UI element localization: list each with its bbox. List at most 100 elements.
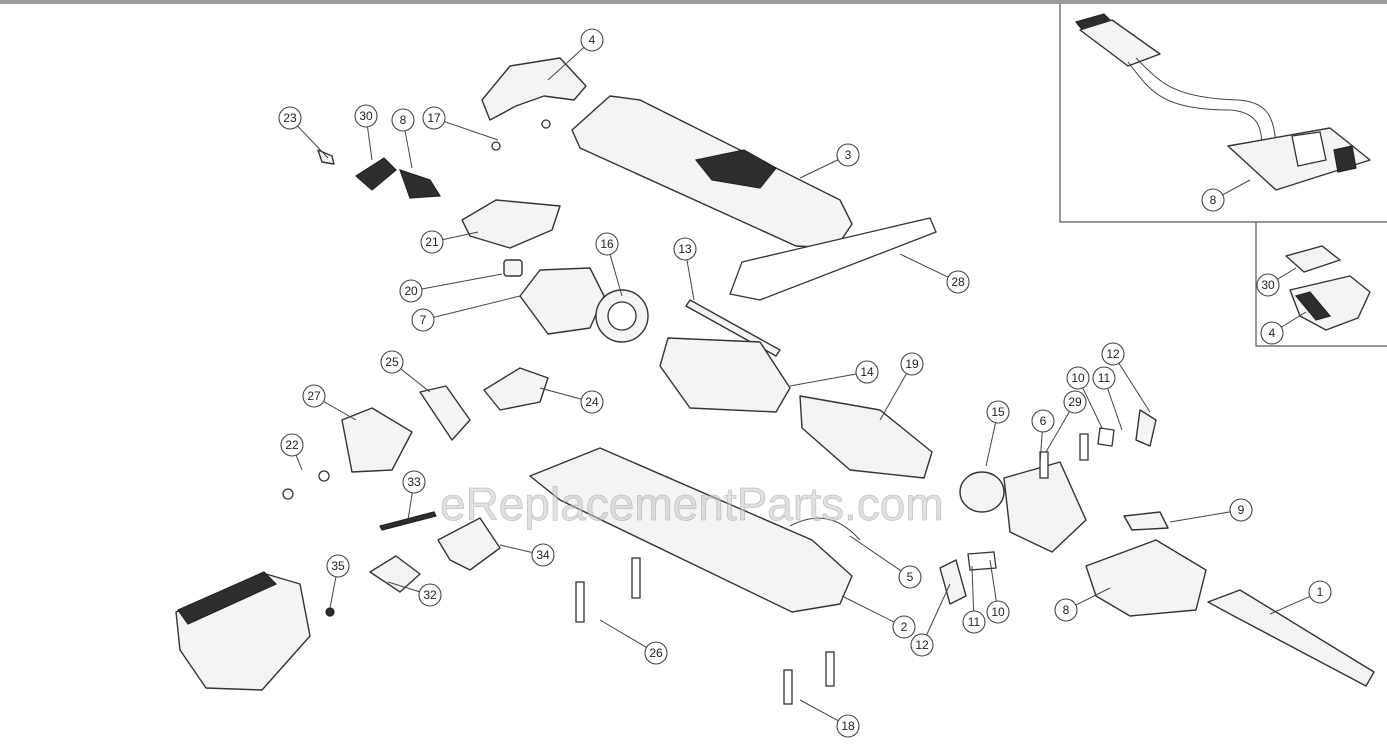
callout-bubble — [595, 232, 619, 256]
callout-label: 30 — [359, 109, 373, 123]
callout-18-38: 18 — [799, 699, 860, 738]
part-20-knob — [503, 259, 523, 277]
callout-bubble — [399, 279, 423, 303]
callout-bubble — [836, 714, 860, 738]
callout-leader — [421, 273, 503, 290]
callout-22-24: 22 — [280, 433, 304, 471]
part-32-clip — [369, 555, 421, 593]
callout-13-9: 13 — [673, 237, 697, 301]
callout-label: 6 — [1040, 414, 1047, 428]
callout-leader — [442, 231, 479, 241]
callout-21-7: 21 — [420, 230, 479, 254]
part-2-lower-housing — [529, 447, 853, 613]
callout-14-14: 14 — [789, 360, 879, 387]
callout-30-3: 30 — [354, 104, 378, 161]
part-14-motor-can — [659, 337, 791, 413]
part-1-cord — [1207, 589, 1375, 687]
callout-leader — [799, 699, 839, 722]
callout-label: 3 — [845, 148, 852, 162]
callout-7-11: 7 — [411, 295, 521, 332]
callout-label: 19 — [905, 357, 919, 371]
callout-bubble — [1256, 273, 1280, 297]
callout-leader — [387, 581, 420, 593]
callout-bubble — [946, 270, 970, 294]
callout-leader — [599, 619, 647, 648]
callout-30-40: 30 — [1256, 267, 1297, 297]
callout-bubble — [962, 610, 986, 634]
part-25-plate — [419, 385, 471, 441]
part-26-pin-a — [575, 581, 585, 623]
callout-bubble — [420, 230, 444, 254]
part-30-switch — [355, 157, 397, 191]
callout-bubble — [580, 28, 604, 52]
callout-leader — [1082, 387, 1103, 429]
inset-bottom-frame — [1255, 222, 1387, 347]
callout-bubble — [402, 470, 426, 494]
callout-bubble — [898, 565, 922, 589]
callout-bubble — [1063, 390, 1087, 414]
callout-leader — [1039, 431, 1043, 465]
callout-label: 10 — [1071, 371, 1085, 385]
callout-label: 11 — [968, 615, 981, 629]
callout-leader — [366, 126, 373, 161]
callout-leader — [1222, 179, 1251, 196]
callout-leader — [879, 373, 907, 421]
callout-leader — [547, 47, 585, 81]
callout-label: 32 — [423, 588, 437, 602]
callout-label: 2 — [901, 620, 908, 634]
callout-10-17: 10 — [1066, 366, 1103, 429]
callout-label: 12 — [915, 638, 929, 652]
blade-teeth — [177, 571, 278, 625]
callout-label: 34 — [536, 548, 550, 562]
callout-bubble — [354, 104, 378, 128]
part-33-rod — [379, 511, 437, 531]
callout-leader — [1045, 411, 1070, 453]
callout-label: 21 — [425, 235, 439, 249]
callout-leader — [985, 422, 997, 467]
callout-17-5: 17 — [422, 106, 499, 141]
callout-leader — [1107, 388, 1123, 431]
callout-leader — [404, 130, 413, 169]
callout-2-33: 2 — [841, 595, 916, 639]
callout-bubble — [1031, 409, 1055, 433]
callout-label: 1 — [1317, 585, 1324, 599]
callout-label: 13 — [678, 242, 692, 256]
part-22-screw-b — [318, 470, 330, 482]
callout-leader — [297, 125, 329, 159]
callout-bubble — [1092, 366, 1116, 390]
callout-bubble — [644, 641, 668, 665]
callout-leader — [295, 455, 303, 471]
callout-leader — [407, 492, 413, 521]
callout-bubble — [673, 237, 697, 261]
callout-label: 20 — [404, 284, 418, 298]
part-17-screw-b — [541, 119, 551, 129]
part-23-pin — [317, 149, 335, 165]
callout-label: 28 — [951, 275, 965, 289]
callout-8-39: 8 — [1201, 179, 1251, 212]
callout-10-35: 10 — [986, 559, 1010, 624]
part-35-screw — [325, 607, 335, 617]
callout-bubble — [1054, 598, 1078, 622]
part-8-lower-board — [1085, 539, 1207, 617]
callout-bubble — [900, 352, 924, 376]
callout-bubble — [302, 384, 326, 408]
callout-23-2: 23 — [278, 106, 329, 159]
callout-bubble — [1260, 321, 1284, 345]
inset-battery-cover — [1285, 245, 1371, 331]
callout-leader — [899, 253, 949, 278]
callout-28-12: 28 — [899, 253, 970, 294]
callout-label: 26 — [649, 646, 663, 660]
callout-bubble — [892, 615, 916, 639]
callout-bubble — [326, 554, 350, 578]
callout-leader — [789, 373, 857, 387]
part-21-bracket — [461, 199, 561, 249]
callout-bubble — [1201, 188, 1225, 212]
callout-bubble — [280, 433, 304, 457]
callout-leader — [926, 583, 951, 636]
callout-5-30: 5 — [849, 535, 922, 589]
callout-6-23: 6 — [1031, 409, 1055, 465]
callout-label: 27 — [307, 389, 321, 403]
callout-leader — [323, 401, 357, 421]
callout-leader — [329, 576, 337, 609]
callout-leader — [609, 254, 623, 297]
